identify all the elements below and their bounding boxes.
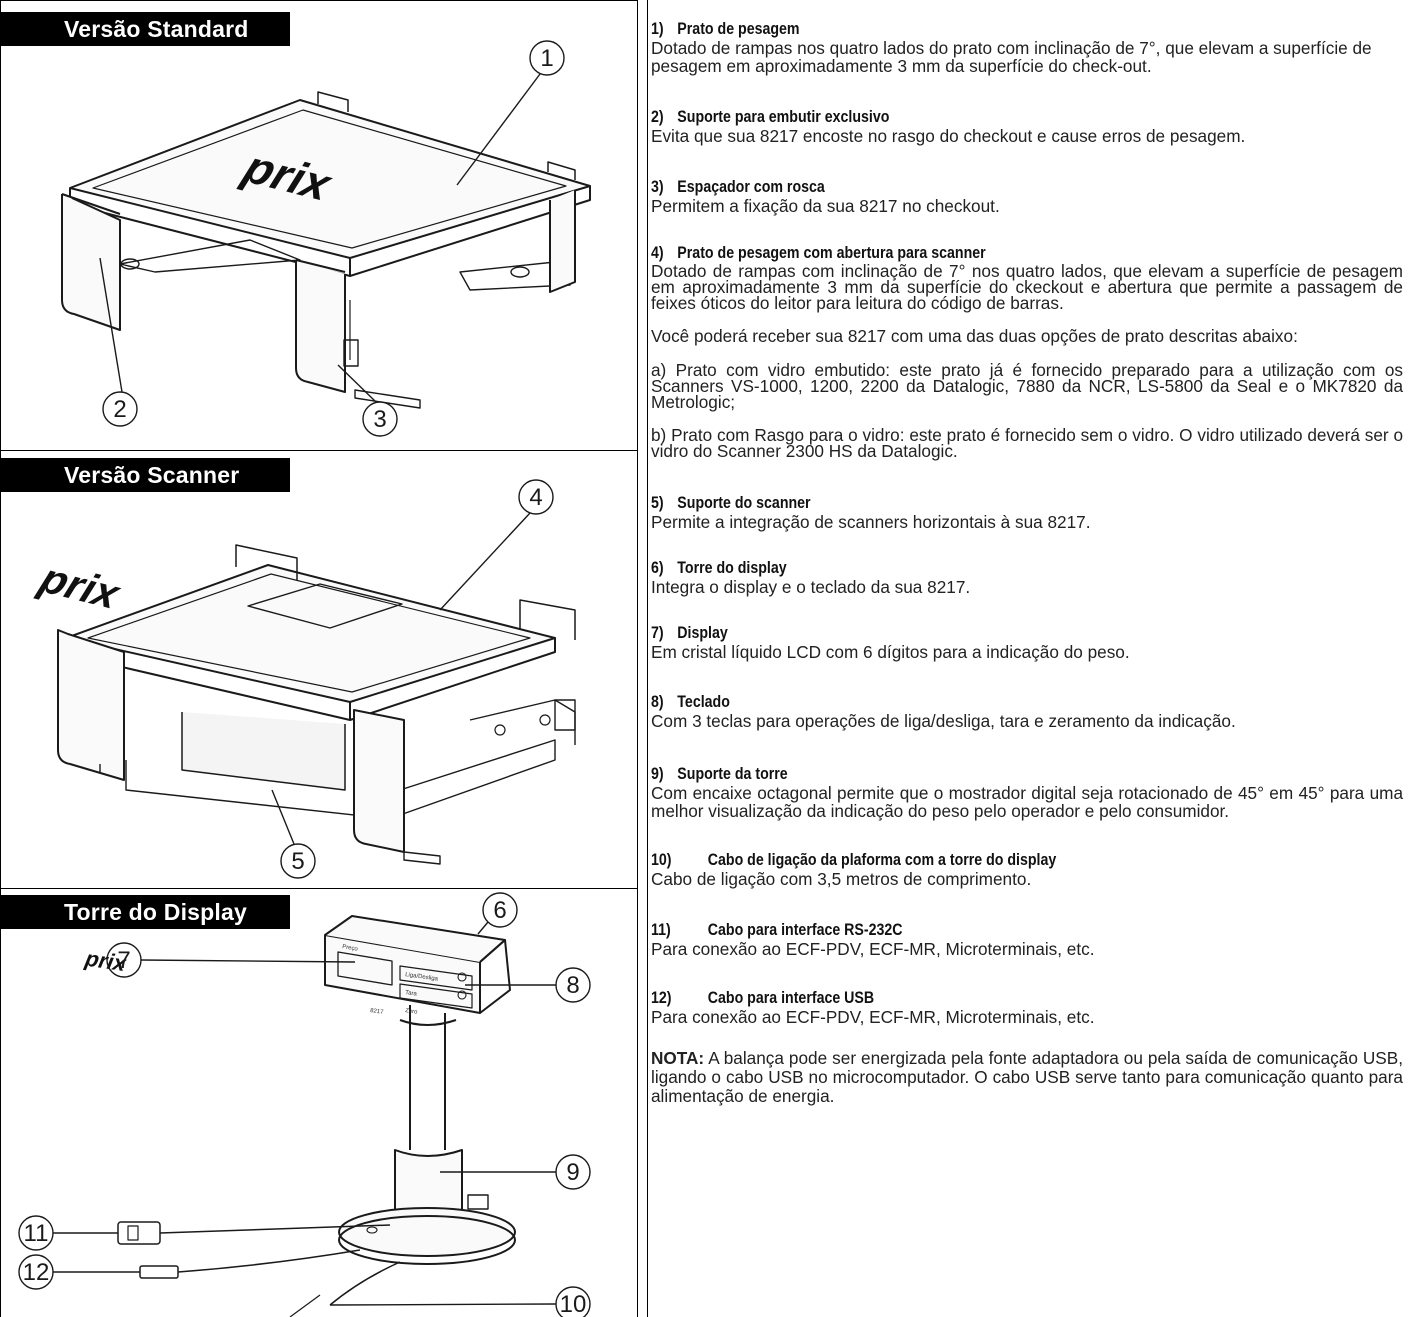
key-label-zero: Zero	[405, 1008, 419, 1016]
panel-divider-1	[0, 450, 638, 451]
section-title: 2) Suporte para embutir exclusivo	[651, 108, 890, 126]
section-title: 10)Cabo de ligação da plaforma com a tor…	[651, 851, 1057, 869]
display-tower-illustration: Preço Liga/Desliga Tara Zero prix 8217 6…	[18, 892, 591, 1317]
callout-10: 10	[560, 1291, 587, 1317]
section-body: Para conexão ao ECF-PDV, ECF-MR, Microte…	[651, 939, 1095, 959]
scanner-scale-illustration: prix 4 5	[30, 479, 576, 879]
callout-11: 11	[24, 1220, 49, 1247]
section-1: 1) Prato de pesagem Dotado de rampas nos…	[651, 20, 1403, 75]
section-7: 7) Display Em cristal líquido LCD com 6 …	[651, 624, 1403, 662]
section-4: 4) Prato de pesagem com abertura para sc…	[651, 244, 1403, 461]
left-border	[0, 0, 1, 1317]
section-11: 11)Cabo para interface RS-232C Para cone…	[651, 921, 1403, 959]
callout-4: 4	[529, 484, 542, 511]
panel-divider-2	[0, 888, 638, 889]
right-divider	[647, 0, 648, 1317]
key-label-tara: Tara	[405, 990, 418, 998]
section-title: 3) Espaçador com rosca	[651, 178, 825, 196]
section-body: Com 3 teclas para operações de liga/desl…	[651, 711, 1236, 731]
column-divider	[637, 0, 638, 1317]
section-body: Dotado de rampas com inclinação de 7° no…	[651, 261, 1403, 313]
callout-12: 12	[23, 1259, 50, 1286]
section-title: 7) Display	[651, 624, 728, 642]
callout-2: 2	[113, 396, 126, 423]
section-extra: b) Prato com Rasgo para o vidro: este pr…	[651, 425, 1403, 461]
section-body: Dotado de rampas nos quatro lados do pra…	[651, 38, 1372, 76]
callout-6: 6	[493, 897, 506, 924]
section-5: 5) Suporte do scanner Permite a integraç…	[651, 494, 1403, 532]
note-block: NOTA: A balança pode ser energizada pela…	[651, 1049, 1403, 1106]
callout-8: 8	[566, 972, 579, 999]
section-2: 2) Suporte para embutir exclusivo Evita …	[651, 108, 1403, 146]
callout-3: 3	[373, 406, 386, 433]
display-label-preco: Preço	[342, 944, 359, 953]
section-body: Integra o display e o teclado da sua 821…	[651, 577, 971, 597]
section-title: 11)Cabo para interface RS-232C	[651, 921, 903, 939]
section-10: 10)Cabo de ligação da plaforma com a tor…	[651, 851, 1403, 889]
section-body: Para conexão ao ECF-PDV, ECF-MR, Microte…	[651, 1007, 1095, 1027]
key-label-onoff: Liga/Desliga	[405, 972, 439, 983]
section-12: 12)Cabo para interface USB Para conexão …	[651, 989, 1403, 1027]
section-8: 8) Teclado Com 3 teclas para operações d…	[651, 693, 1403, 731]
section-title: 6) Torre do display	[651, 559, 787, 577]
section-3: 3) Espaçador com rosca Permitem a fixaçã…	[651, 178, 1403, 216]
section-body: Permitem a fixação da sua 8217 no checko…	[651, 196, 1000, 216]
section-title: 9) Suporte da torre	[651, 765, 788, 783]
section-body: Evita que sua 8217 encoste no rasgo do c…	[651, 126, 1246, 146]
section-title: 8) Teclado	[651, 693, 730, 711]
panel-title-scanner: Versão Scanner	[0, 458, 290, 492]
section-body: Permite a integração de scanners horizon…	[651, 512, 1091, 532]
model-number: 8217	[370, 1008, 385, 1016]
callout-1: 1	[540, 45, 553, 72]
section-title: 12)Cabo para interface USB	[651, 989, 875, 1007]
section-body: Cabo de ligação com 3,5 metros de compri…	[651, 869, 1032, 889]
standard-scale-illustration: prix 1 2 3	[61, 40, 591, 437]
top-border	[0, 0, 638, 1]
note-text: NOTA: A balança pode ser energizada pela…	[651, 1048, 1403, 1106]
section-title: 5) Suporte do scanner	[651, 494, 811, 512]
section-extra: Você poderá receber sua 8217 com uma das…	[651, 326, 1298, 346]
callout-7: 7	[117, 947, 130, 974]
description-column: 1) Prato de pesagem Dotado de rampas nos…	[651, 8, 1403, 1106]
section-6: 6) Torre do display Integra o display e …	[651, 559, 1403, 597]
note-label: NOTA:	[651, 1048, 705, 1068]
callout-9: 9	[566, 1159, 579, 1186]
callout-5: 5	[291, 848, 304, 875]
section-body: Com encaixe octagonal permite que o most…	[651, 783, 1403, 821]
section-9: 9) Suporte da torre Com encaixe octagona…	[651, 765, 1403, 820]
brand-logo-tower: prix	[81, 946, 131, 975]
section-extra: a) Prato com vidro embutido: este prato …	[651, 360, 1403, 412]
section-title: 4) Prato de pesagem com abertura para sc…	[651, 244, 986, 262]
panel-title-tower: Torre do Display	[0, 895, 290, 929]
section-title: 1) Prato de pesagem	[651, 20, 800, 38]
panel-title-standard: Versão Standard	[0, 12, 290, 46]
section-body: Em cristal líquido LCD com 6 dígitos par…	[651, 642, 1130, 662]
